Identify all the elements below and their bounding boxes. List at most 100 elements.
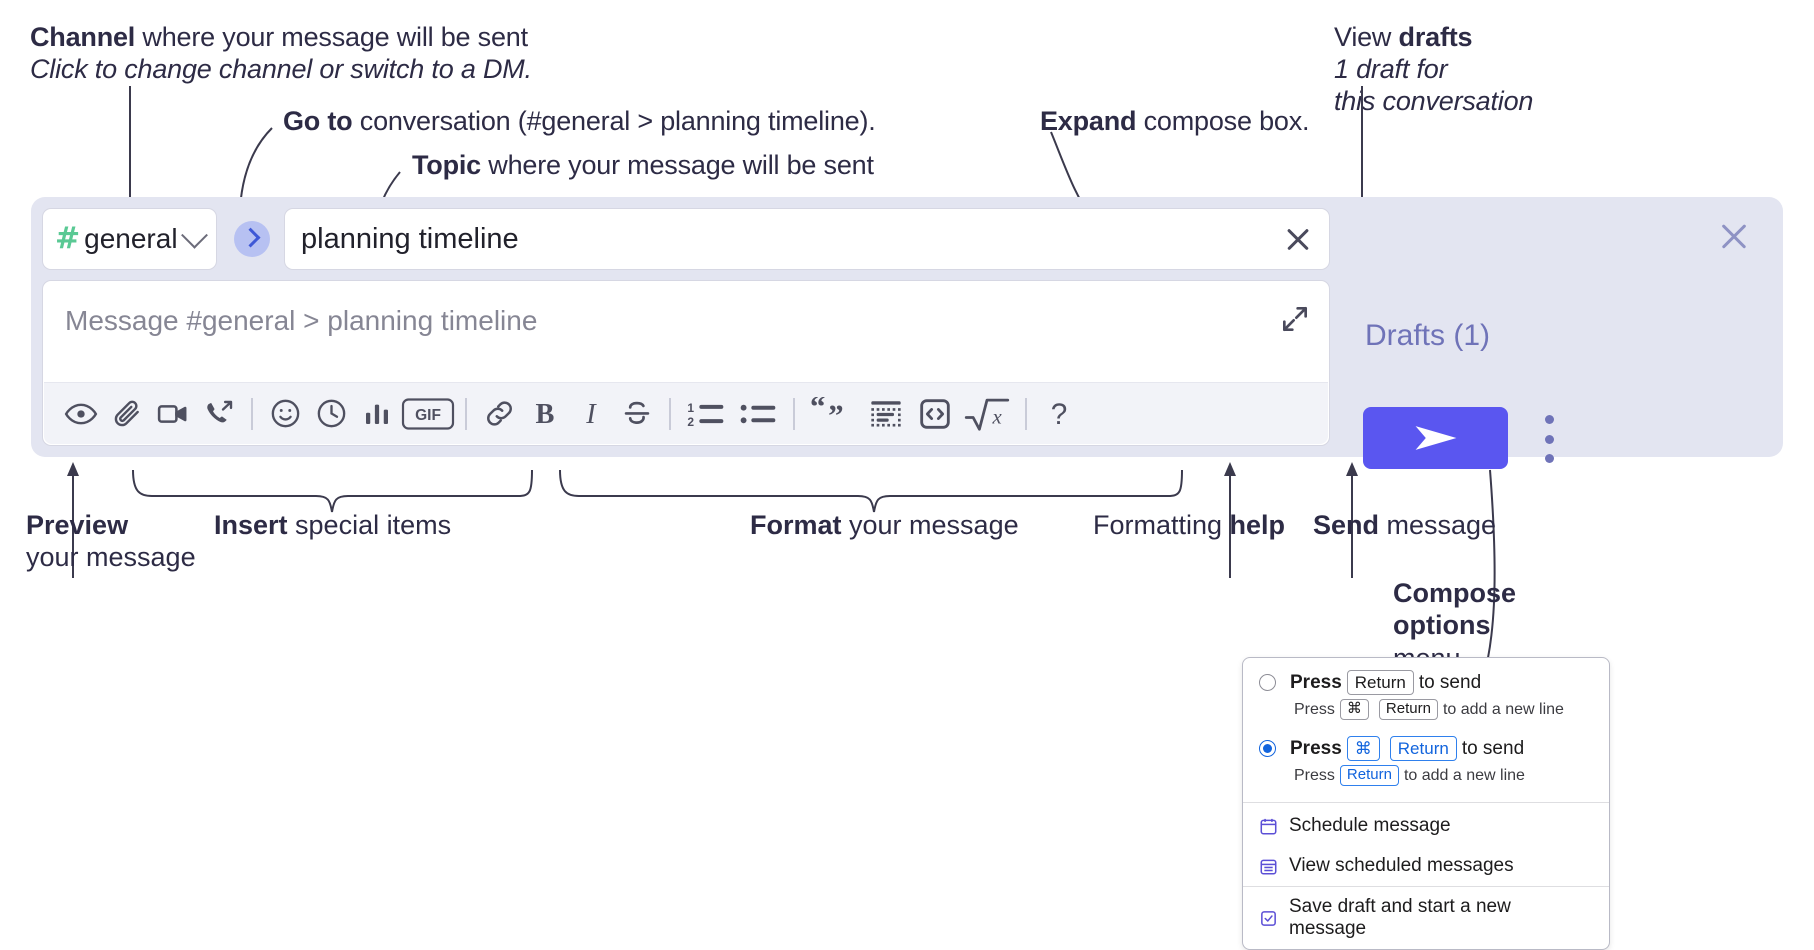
svg-text:I: I bbox=[585, 399, 597, 430]
radio-option-return[interactable]: Press Return to send bbox=[1243, 668, 1609, 697]
link-icon[interactable] bbox=[476, 391, 522, 437]
label-format-rest: your message bbox=[841, 510, 1019, 540]
clear-topic-icon[interactable] bbox=[1283, 224, 1313, 254]
annotation-goto: Go to conversation (#general > planning … bbox=[283, 106, 1083, 138]
message-input-box[interactable]: Message #general > planning timeline bbox=[42, 280, 1330, 446]
emoji-icon[interactable] bbox=[262, 391, 308, 437]
menu-item-view-scheduled-messages-label: View scheduled messages bbox=[1289, 855, 1514, 876]
menu-divider-1 bbox=[1243, 802, 1609, 803]
kbd-return-sub-2: Return bbox=[1339, 765, 1399, 786]
bulleted-list-icon[interactable] bbox=[732, 391, 784, 437]
bold-icon[interactable]: B bbox=[522, 391, 568, 437]
ordered-list-icon[interactable]: 1 2 bbox=[680, 391, 732, 437]
label-format: Format your message bbox=[750, 510, 1150, 542]
menu-item-save-draft[interactable]: Save draft and start a new message bbox=[1243, 887, 1609, 949]
annotation-channel-rest: where your message will be sent bbox=[135, 22, 528, 52]
radio-unselected-icon[interactable] bbox=[1259, 674, 1276, 692]
svg-text:“: “ bbox=[810, 397, 826, 424]
attachment-icon[interactable] bbox=[104, 391, 150, 437]
label-send-bold: Send bbox=[1313, 510, 1380, 540]
kbd-command-2: ⌘ bbox=[1346, 736, 1380, 762]
close-icon[interactable] bbox=[1717, 219, 1751, 253]
label-compose-options-bold-1: Compose bbox=[1393, 578, 1517, 608]
radio-option-cmd-return-prefix: Press bbox=[1290, 737, 1342, 759]
menu-item-view-scheduled-messages[interactable]: View scheduled messages bbox=[1243, 846, 1609, 886]
label-preview-bold: Preview bbox=[26, 510, 129, 540]
annotation-expand-rest: compose box. bbox=[1136, 106, 1310, 136]
goto-conversation-button[interactable] bbox=[234, 221, 270, 257]
svg-text:1: 1 bbox=[687, 401, 694, 415]
kbd-return-sub: Return bbox=[1378, 699, 1438, 720]
chevron-right-icon bbox=[240, 227, 261, 248]
label-preview: Preview your message bbox=[26, 510, 246, 574]
inline-code-icon[interactable] bbox=[912, 391, 958, 437]
message-placeholder: Message #general > planning timeline bbox=[65, 305, 538, 336]
topic-input[interactable]: planning timeline bbox=[284, 208, 1330, 270]
annotation-goto-bold: Go to bbox=[283, 106, 353, 136]
blockquote-icon[interactable]: “ ” bbox=[804, 391, 860, 437]
annotation-topic-rest: where your message will be sent bbox=[481, 150, 874, 180]
svg-text:2: 2 bbox=[687, 415, 694, 429]
poll-icon[interactable] bbox=[354, 391, 400, 437]
label-help: Formatting help bbox=[1093, 510, 1413, 542]
radio-option-return-sub: Press ⌘ Return to add a new line bbox=[1243, 697, 1609, 728]
strikethrough-icon[interactable] bbox=[614, 391, 660, 437]
annotation-expand-bold: Expand bbox=[1040, 106, 1137, 136]
annotation-goto-rest: conversation (#general > planning timeli… bbox=[352, 106, 876, 136]
annotation-topic: Topic where your message will be sent bbox=[412, 150, 1112, 182]
compose-options-dropdown: Press Return to send Press ⌘ Return to a… bbox=[1242, 657, 1610, 950]
label-help-lead: Formatting bbox=[1093, 510, 1230, 540]
compose-right-panel: Drafts (1) bbox=[1343, 197, 1783, 469]
expand-compose-icon[interactable] bbox=[1279, 303, 1311, 335]
annotation-channel: Channel where your message will be sent … bbox=[30, 22, 650, 86]
annotation-channel-bold: Channel bbox=[30, 22, 136, 52]
divider-5 bbox=[1025, 397, 1027, 430]
label-insert-bold: Insert bbox=[214, 510, 288, 540]
compose-header: # general planning timeline bbox=[42, 208, 1330, 270]
code-block-icon[interactable] bbox=[860, 391, 912, 437]
italic-icon[interactable]: I bbox=[568, 391, 614, 437]
kbd-return-2: Return bbox=[1389, 736, 1457, 762]
kbd-return: Return bbox=[1346, 670, 1414, 696]
label-help-bold: help bbox=[1229, 510, 1286, 540]
compose-options-menu-button[interactable] bbox=[1539, 415, 1559, 463]
annotation-expand: Expand compose box. bbox=[1040, 106, 1440, 138]
sub-prefix-1: Press bbox=[1294, 700, 1335, 718]
radio-option-cmd-return[interactable]: Press ⌘ Return to send bbox=[1243, 734, 1609, 763]
label-preview-rest: your message bbox=[26, 541, 196, 572]
divider-2 bbox=[465, 397, 467, 430]
label-format-bold: Format bbox=[750, 510, 842, 540]
svg-text:”: ” bbox=[828, 397, 844, 430]
label-send-rest: message bbox=[1379, 510, 1497, 540]
help-icon[interactable]: ? bbox=[1036, 391, 1082, 437]
svg-text:GIF: GIF bbox=[415, 407, 441, 424]
preview-icon[interactable] bbox=[58, 391, 104, 437]
compose-widget: # general planning timeline Message #gen… bbox=[31, 197, 1783, 469]
compose-inner: # general planning timeline Message #gen… bbox=[42, 208, 1330, 446]
calendar-icon bbox=[1259, 817, 1278, 836]
drafts-link[interactable]: Drafts (1) bbox=[1365, 319, 1491, 352]
radio-option-cmd-return-sub: Press Return to add a new line bbox=[1243, 763, 1609, 794]
formatting-toolbar: GIF B I bbox=[44, 382, 1328, 444]
schedule-clock-icon[interactable] bbox=[308, 391, 354, 437]
annotation-drafts-italic-1: 1 draft for bbox=[1334, 53, 1448, 84]
label-insert: Insert special items bbox=[214, 510, 614, 542]
radio-selected-icon[interactable] bbox=[1259, 740, 1276, 758]
divider-1 bbox=[251, 397, 253, 430]
label-insert-rest: special items bbox=[287, 510, 452, 540]
chevron-down-icon bbox=[181, 221, 208, 249]
channel-selector[interactable]: # general bbox=[42, 208, 217, 270]
radio-option-cmd-return-suffix: to send bbox=[1461, 737, 1525, 759]
gif-icon[interactable]: GIF bbox=[400, 391, 456, 437]
video-icon[interactable] bbox=[150, 391, 196, 437]
send-button[interactable] bbox=[1363, 407, 1508, 469]
hash-icon: # bbox=[55, 221, 81, 256]
menu-divider-2 bbox=[1243, 886, 1609, 887]
annotation-channel-italic: Click to change channel or switch to a D… bbox=[30, 53, 532, 84]
menu-item-save-draft-label: Save draft and start a new message bbox=[1289, 896, 1511, 939]
math-icon[interactable]: x bbox=[958, 391, 1016, 437]
audio-call-icon[interactable] bbox=[196, 391, 242, 437]
menu-item-schedule-message[interactable]: Schedule message bbox=[1243, 803, 1609, 846]
annotation-drafts-bold: drafts bbox=[1398, 22, 1473, 52]
sub-prefix-2: Press bbox=[1294, 766, 1335, 784]
